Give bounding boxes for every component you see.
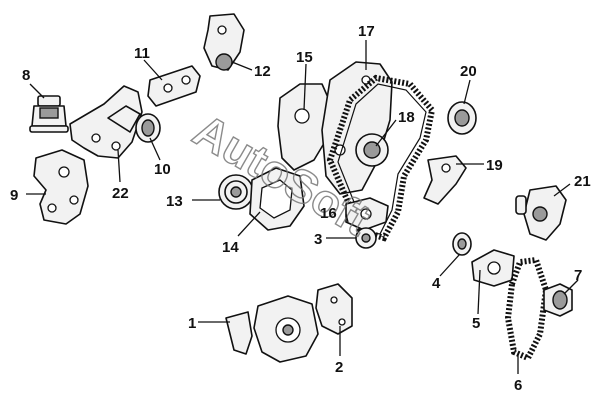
callout-19: 19 <box>486 157 503 174</box>
callout-20: 20 <box>460 63 477 80</box>
part-1-alternator[interactable] <box>225 295 319 363</box>
part-12-bracket[interactable] <box>203 13 245 71</box>
part-19-bracket[interactable] <box>423 155 467 205</box>
callout-3: 3 <box>314 231 322 248</box>
callout-5: 5 <box>472 315 480 332</box>
callout-9: 9 <box>10 187 18 204</box>
part-15-timing-cover[interactable] <box>277 83 331 171</box>
part-21-water-pump[interactable] <box>515 185 567 241</box>
callout-leaders <box>26 40 579 374</box>
callout-22: 22 <box>112 185 129 202</box>
part-18-cam-sprocket[interactable] <box>355 133 389 167</box>
callout-12: 12 <box>254 63 271 80</box>
callout-15: 15 <box>296 49 313 66</box>
callout-numbers: 8 9 22 10 11 12 13 14 15 16 17 18 19 20 … <box>10 23 591 394</box>
part-16-tensioner[interactable] <box>345 197 389 231</box>
callout-13: 13 <box>166 193 183 210</box>
callout-6: 6 <box>514 377 522 394</box>
callout-8: 8 <box>22 67 30 84</box>
part-22-bracket[interactable] <box>69 85 143 159</box>
callout-10: 10 <box>154 161 171 178</box>
part-4-seal[interactable] <box>452 232 472 256</box>
callout-7: 7 <box>574 267 582 284</box>
callout-21: 21 <box>574 173 591 190</box>
part-20-pulley[interactable] <box>447 101 477 135</box>
part-10-idler[interactable] <box>135 113 161 143</box>
part-2-bracket[interactable] <box>315 283 353 335</box>
callout-4: 4 <box>432 275 441 292</box>
part-9-mount-bracket[interactable] <box>33 149 89 225</box>
callout-16: 16 <box>320 205 337 222</box>
callout-11: 11 <box>134 45 150 62</box>
part-11-tensioner-arm[interactable] <box>147 65 201 107</box>
callout-14: 14 <box>222 239 239 256</box>
part-8-engine-mount[interactable] <box>29 95 69 133</box>
callout-1: 1 <box>188 315 196 332</box>
timing-belt-main <box>326 74 436 242</box>
callout-17: 17 <box>358 23 375 40</box>
part-14-gasket[interactable] <box>249 167 305 231</box>
part-5-cover-plate[interactable] <box>471 249 515 287</box>
part-6-aux-belt[interactable] <box>504 256 550 362</box>
callout-18: 18 <box>398 109 415 126</box>
part-7-pulley[interactable] <box>543 283 573 317</box>
callout-2: 2 <box>335 359 343 376</box>
